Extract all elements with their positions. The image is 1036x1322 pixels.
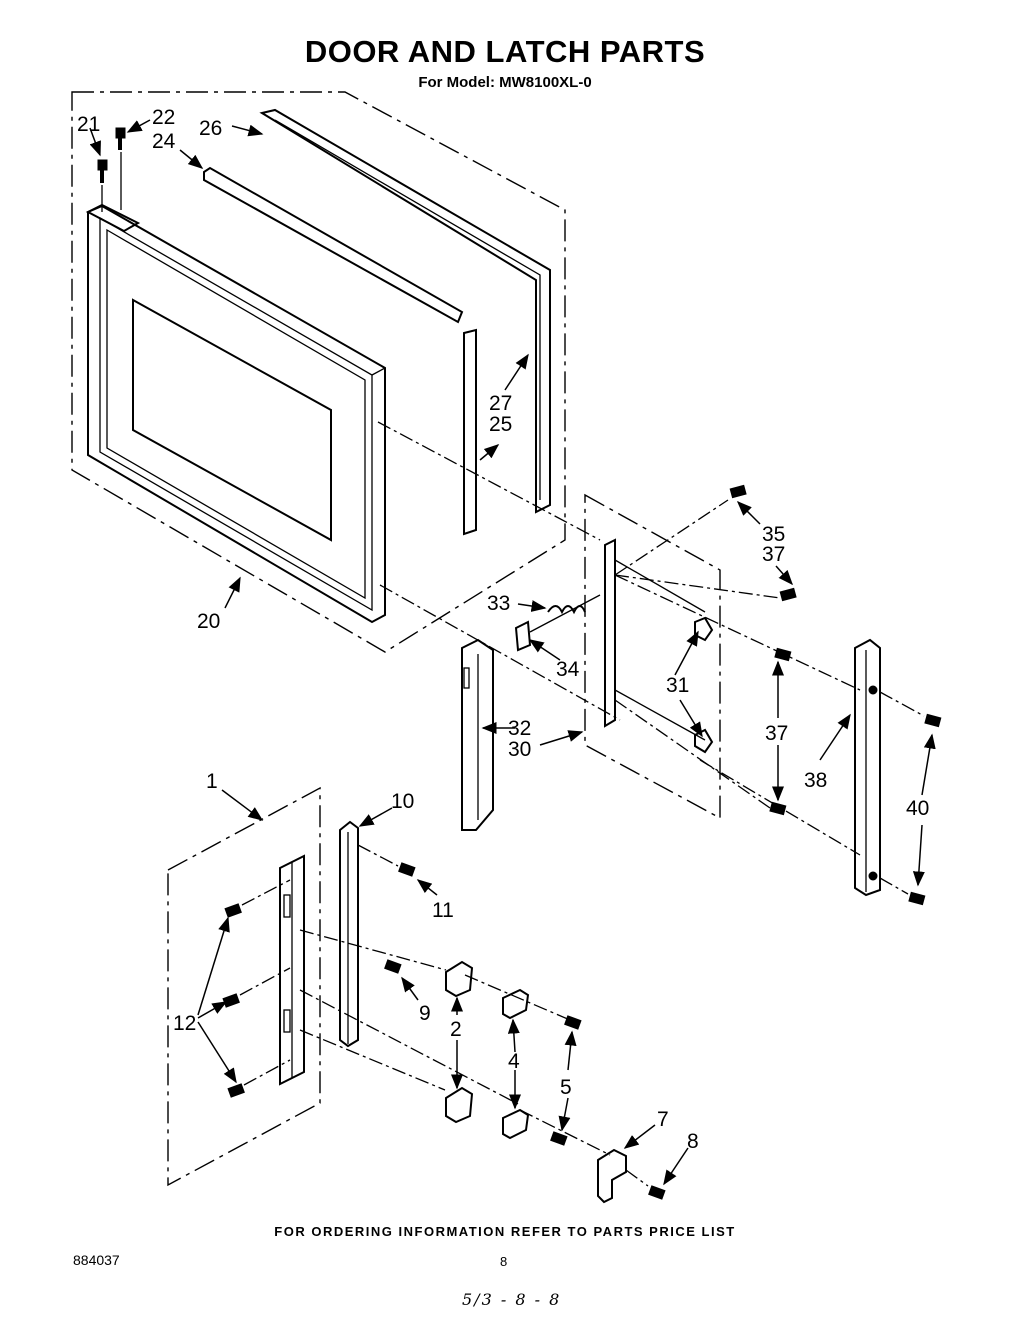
callout-label: 8	[687, 1130, 699, 1153]
hinge-bar-38	[854, 638, 881, 897]
callout-label: 32	[508, 717, 531, 740]
callout-arrows	[89, 119, 936, 1186]
door-window	[132, 298, 332, 542]
model-subtitle: For Model: MW8100XL-0	[418, 74, 592, 91]
callout-label: 37	[765, 722, 788, 745]
screw-icon	[779, 587, 797, 602]
screw-icon	[769, 801, 787, 816]
latch-plate-arm	[614, 689, 706, 741]
seal-strip-25	[463, 328, 477, 536]
callout-label: 7	[657, 1108, 669, 1131]
switch-2-upper	[445, 960, 474, 998]
page-number: 8	[500, 1254, 508, 1269]
spring-33	[547, 605, 586, 615]
actuator-4-upper	[502, 988, 530, 1020]
switch-7	[597, 1148, 627, 1204]
door-frame-inner	[99, 216, 373, 612]
ordering-note: FOR ORDERING INFORMATION REFER TO PARTS …	[274, 1224, 736, 1239]
screw-icon	[648, 1185, 666, 1200]
screw-icon	[564, 1015, 582, 1030]
callout-label: 5	[560, 1076, 572, 1099]
latch-assembly-group	[461, 484, 942, 906]
door-frame-edge	[371, 367, 386, 376]
hinge-hole	[868, 685, 878, 695]
callout-label: 20	[197, 610, 220, 633]
handwritten-annotation: 5/3 - 8 - 8	[462, 1290, 562, 1309]
bracket-10	[339, 820, 359, 1048]
alignment-line	[377, 421, 601, 541]
latch-plate-boundary	[584, 493, 721, 820]
callout-label: 35	[762, 523, 785, 546]
door-frame-inner-2	[106, 228, 366, 600]
screw-icon	[908, 891, 926, 906]
callout-label: 38	[804, 769, 827, 792]
screw-icon	[115, 127, 126, 150]
choke-cover-26	[259, 108, 551, 514]
callout-label: 22	[152, 106, 175, 129]
screw-icon	[924, 713, 942, 728]
latch-hook-31-upper	[694, 616, 714, 642]
door-top-plate	[85, 203, 141, 233]
alignment-line	[379, 584, 621, 721]
callout-label: 24	[152, 130, 176, 153]
screw-icon	[729, 484, 747, 499]
callout-label: 10	[391, 790, 414, 813]
screw-icon	[227, 1083, 245, 1098]
choke-cover-inner	[274, 119, 541, 500]
screw-icon	[384, 959, 402, 974]
interlock-assembly-group	[167, 786, 666, 1204]
callout-label: 25	[489, 413, 512, 436]
callout-label: 21	[77, 113, 100, 136]
callout-label: 11	[432, 899, 454, 922]
door-assembly-group	[71, 91, 621, 721]
screw-icon	[224, 903, 242, 918]
screw-icon	[222, 993, 240, 1008]
callout-label: 2	[450, 1018, 462, 1041]
actuator-4-lower	[502, 1108, 530, 1140]
callout-labels: 21 22 24 26 27 25 20 35 37 33 34 31 32 3…	[77, 106, 929, 1153]
callout-label: 12	[173, 1012, 196, 1035]
callout-label: 27	[489, 392, 512, 415]
latch-plate	[604, 538, 616, 728]
callout-label: 34	[556, 658, 580, 681]
callout-label: 1	[206, 770, 218, 793]
interlock-mounting-plate	[279, 854, 305, 1086]
latch-plate-arm	[614, 559, 706, 613]
callout-label: 31	[666, 674, 689, 697]
callout-label: 33	[487, 592, 510, 615]
interlock-boundary	[167, 786, 321, 1187]
callout-label: 40	[906, 797, 929, 820]
page-title: DOOR AND LATCH PARTS	[304, 34, 706, 69]
latch-34	[514, 620, 532, 652]
hinge-hole	[868, 871, 878, 881]
screw-icon	[97, 159, 108, 183]
handle-slot	[463, 667, 470, 689]
document-number: 884037	[73, 1252, 120, 1268]
latch-hook-31-lower	[694, 728, 714, 754]
screw-icon	[398, 862, 416, 877]
switch-2-lower	[445, 1086, 474, 1124]
door-assembly-boundary	[71, 91, 566, 653]
callout-label: 26	[199, 117, 222, 140]
callout-label: 30	[508, 738, 531, 761]
callout-label: 37	[762, 543, 785, 566]
door-handle-32	[461, 638, 494, 831]
callout-label: 4	[508, 1050, 520, 1073]
screw-icon	[550, 1131, 568, 1146]
seal-strip-24	[203, 166, 464, 324]
callout-label: 9	[419, 1002, 431, 1025]
